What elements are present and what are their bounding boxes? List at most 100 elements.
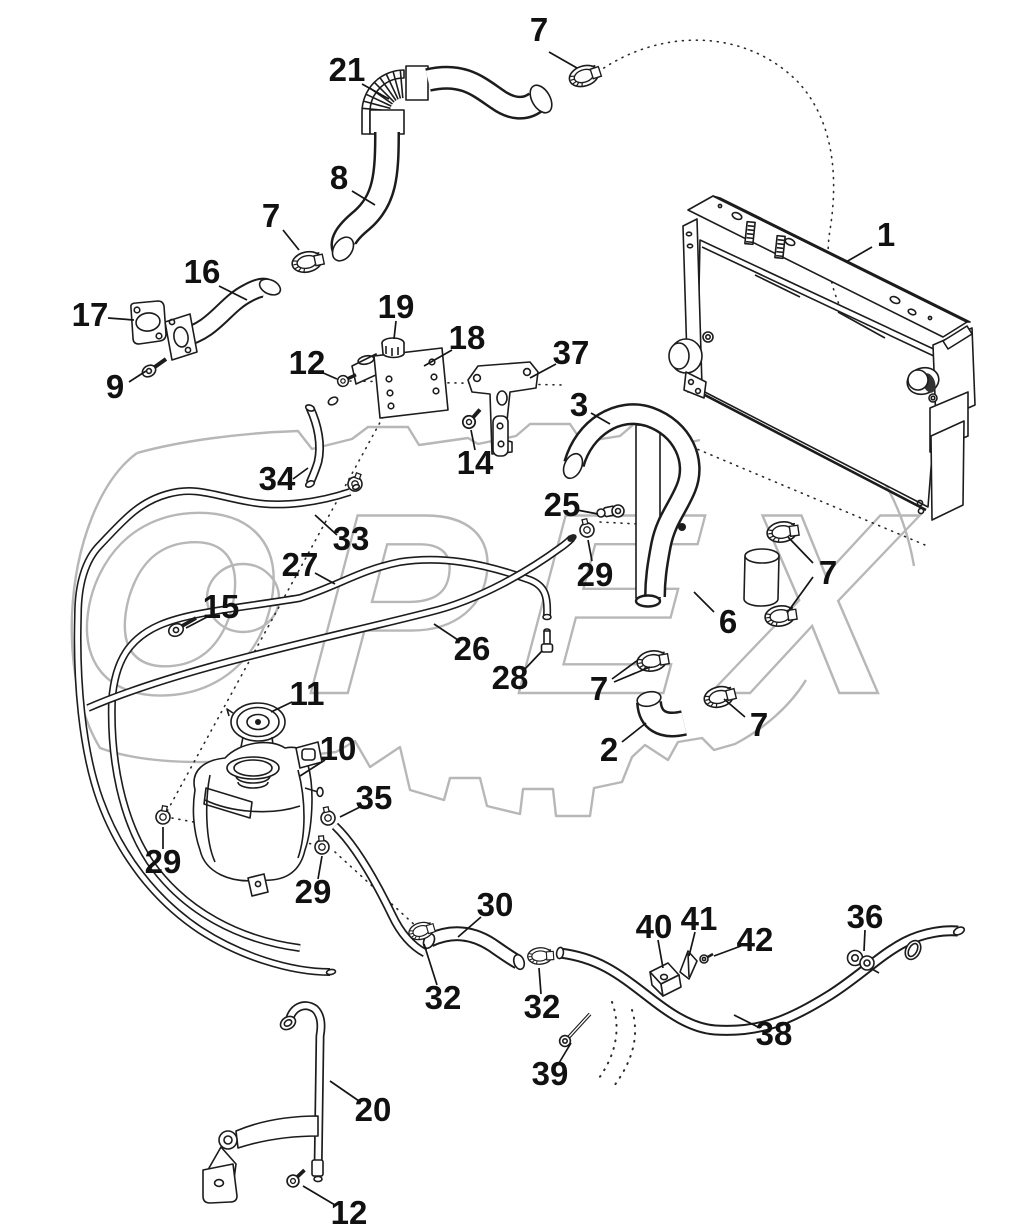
clip-part-29-left <box>154 804 173 826</box>
watermark-text: ОРЕХ <box>66 459 947 748</box>
callout-label-7: 7 <box>262 197 280 234</box>
callout-label-7: 7 <box>819 554 837 591</box>
callout-leader-21 <box>361 83 390 100</box>
callout-leader-7 <box>611 659 639 680</box>
bolt-part-14 <box>458 407 486 432</box>
callout-label-32: 32 <box>524 988 561 1025</box>
callout-leader-33 <box>314 514 338 536</box>
callout-leader-18 <box>423 349 453 367</box>
callout-leader-7 <box>613 666 651 683</box>
callout-leader-38 <box>733 1014 761 1029</box>
callout-label-29: 29 <box>145 843 182 880</box>
callout-label-40: 40 <box>636 908 673 945</box>
callout-leader-3 <box>590 412 611 425</box>
callout-label-26: 26 <box>454 630 491 667</box>
callout-label-30: 30 <box>477 886 514 923</box>
callout-label-7: 7 <box>750 706 768 743</box>
bolt-part-28 <box>540 628 554 653</box>
callout-leader-25 <box>576 509 599 515</box>
hose-27 <box>107 555 552 952</box>
radiator-part-1 <box>668 195 976 521</box>
tank-drain-hose <box>331 822 428 957</box>
callout-label-7: 7 <box>530 11 548 48</box>
callout-label-10: 10 <box>320 730 357 767</box>
callout-leader-42 <box>713 945 742 957</box>
callout-leader-32 <box>538 967 542 995</box>
fitting-part-25 <box>596 504 625 518</box>
callout-leader-9 <box>128 370 147 383</box>
bracket-20-clip <box>311 1159 324 1177</box>
callout-label-42: 42 <box>737 921 774 958</box>
callout-leader-1 <box>845 246 873 263</box>
hose-3-port-dot <box>678 523 686 531</box>
callout-label-36: 36 <box>847 898 884 935</box>
tube-34 <box>304 404 325 488</box>
callout-leader-39 <box>558 1042 572 1064</box>
sleeve-part-6 <box>743 548 780 607</box>
o-ring-small <box>351 483 361 491</box>
pipe-part-16 <box>164 277 282 361</box>
callout-leader-15 <box>185 616 208 629</box>
callout-label-15: 15 <box>203 588 240 625</box>
o-ring <box>327 396 339 406</box>
hose-part-3 <box>562 403 701 608</box>
callout-leader-32 <box>423 943 438 986</box>
callout-leader-10 <box>299 759 326 777</box>
screw-part-42 <box>699 952 714 964</box>
screw-part-12-top <box>335 370 358 390</box>
callout-leader-27 <box>314 572 336 585</box>
callout-leader-7 <box>282 229 300 251</box>
callout-leader-26 <box>433 623 459 641</box>
callout-label-7: 7 <box>590 670 608 707</box>
cap-part-19 <box>381 337 405 359</box>
callout-leader-35 <box>339 806 361 818</box>
callout-label-33: 33 <box>333 520 370 557</box>
elbow-part-2 <box>636 690 687 738</box>
callout-leader-37 <box>529 363 557 379</box>
callout-label-41: 41 <box>681 900 718 937</box>
callout-label-35: 35 <box>356 779 393 816</box>
hose-8 <box>330 131 400 262</box>
clamp-block-part-40 <box>649 962 682 997</box>
bracket-20-foot <box>202 1163 238 1204</box>
callout-label-6: 6 <box>719 603 737 640</box>
callout-label-19: 19 <box>378 288 415 325</box>
callout-leader-7 <box>548 51 578 69</box>
fitting-part-36 <box>846 949 880 974</box>
callout-label-38: 38 <box>756 1015 793 1052</box>
callout-label-20: 20 <box>355 1091 392 1128</box>
bolt-part-9 <box>141 357 168 378</box>
callout-label-29: 29 <box>577 556 614 593</box>
callout-label-25: 25 <box>544 486 581 523</box>
callout-leader-20 <box>329 1080 360 1102</box>
hose-33 <box>73 470 367 976</box>
callout-label-3: 3 <box>570 386 588 423</box>
callout-label-17: 17 <box>72 296 109 333</box>
callout-label-12: 12 <box>289 344 326 381</box>
callout-label-11: 11 <box>290 675 325 712</box>
bolt-part-39 <box>558 1012 592 1048</box>
callout-label-12: 12 <box>331 1194 368 1227</box>
callout-label-27: 27 <box>282 546 319 583</box>
elbow-duct-part-21 <box>361 65 429 135</box>
callout-leader-34 <box>292 467 309 480</box>
hose-26 <box>86 534 577 712</box>
callout-label-39: 39 <box>532 1055 569 1092</box>
callout-leader-36 <box>863 929 866 952</box>
callout-leader-29 <box>587 539 593 562</box>
callout-leader-7 <box>786 576 814 614</box>
tube-part-38 <box>555 925 966 1036</box>
clamp-part-7-left <box>289 247 327 276</box>
callout-label-18: 18 <box>449 319 486 356</box>
callout-label-16: 16 <box>184 253 221 290</box>
callout-label-28: 28 <box>492 659 529 696</box>
bracket-part-20 <box>202 1001 326 1204</box>
callout-label-1: 1 <box>877 216 895 253</box>
bracket-20-arm <box>235 1115 319 1149</box>
callout-label-29: 29 <box>295 873 332 910</box>
callout-leader-41 <box>688 931 696 957</box>
wedge-part-41 <box>679 950 698 980</box>
